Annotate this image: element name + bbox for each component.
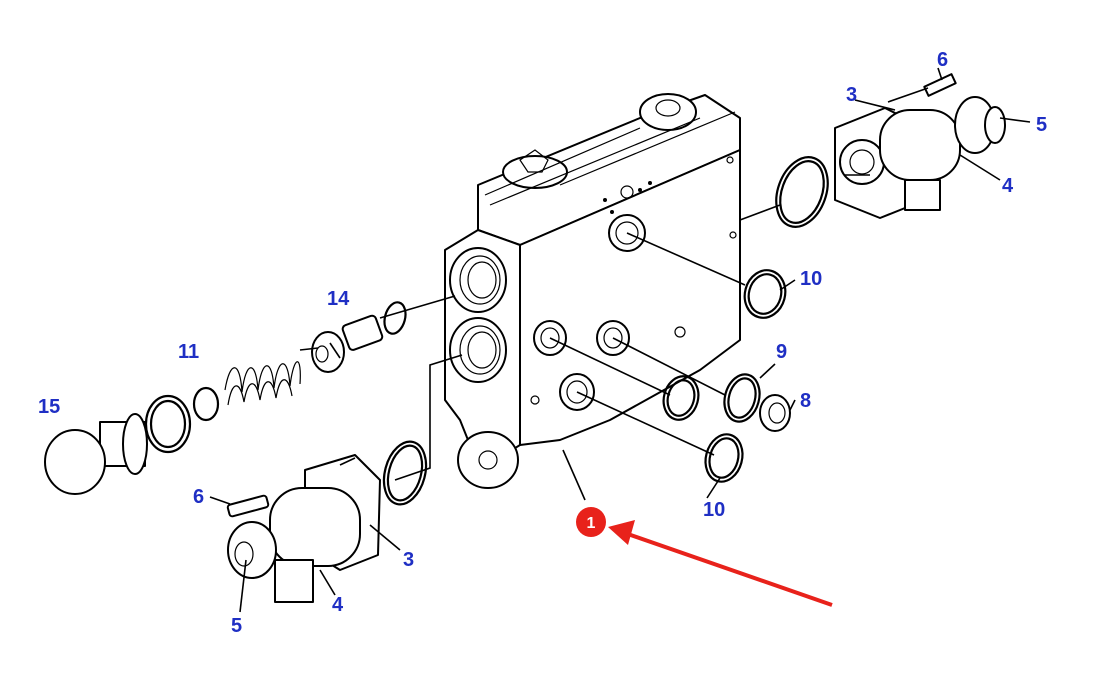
relief-valve-14: [311, 314, 384, 373]
solenoid-bottom-left: [226, 454, 381, 603]
callout-6-bottom: 6: [193, 486, 204, 508]
valve-block: [444, 93, 741, 489]
seal-ring-10-top: [743, 269, 787, 319]
plug-15: [44, 413, 148, 495]
callout-6-top: 6: [937, 49, 948, 71]
o-ring-14: [383, 301, 407, 335]
callout-8: 8: [800, 390, 811, 412]
callout-labels: 6 3 5 4 10 9 8 10 14 11 15 6 3 4 5: [38, 49, 1047, 637]
callout-3-top: 3: [846, 84, 857, 106]
washer-11: [192, 386, 220, 422]
callout-11: 11: [178, 341, 199, 363]
spring-11: [224, 361, 301, 406]
callout-15: 15: [38, 396, 60, 418]
plug-8: [759, 394, 791, 432]
seal-ring-mid: [662, 375, 700, 421]
seal-ring-15: [144, 394, 192, 454]
callout-14: 14: [327, 288, 350, 310]
callout-9: 9: [776, 341, 787, 363]
seal-ring-9: [723, 373, 761, 423]
callout-3-bottom: 3: [403, 549, 414, 571]
callout-10-bottom: 10: [703, 499, 725, 521]
o-ring-bottom: [382, 440, 428, 506]
callout-10-top: 10: [800, 268, 822, 290]
part-marker-1: 1: [576, 507, 606, 537]
callout-5-top: 5: [1036, 114, 1047, 136]
leader-lines: [209, 67, 1031, 613]
o-ring-top: [775, 156, 829, 228]
highlight-arrow: [608, 520, 833, 607]
callout-4-top: 4: [1002, 175, 1014, 197]
callout-4-bottom: 4: [332, 594, 344, 616]
marker-label: 1: [587, 515, 596, 532]
solenoid-top-right: [834, 73, 1006, 219]
callout-5-bottom: 5: [231, 615, 242, 637]
